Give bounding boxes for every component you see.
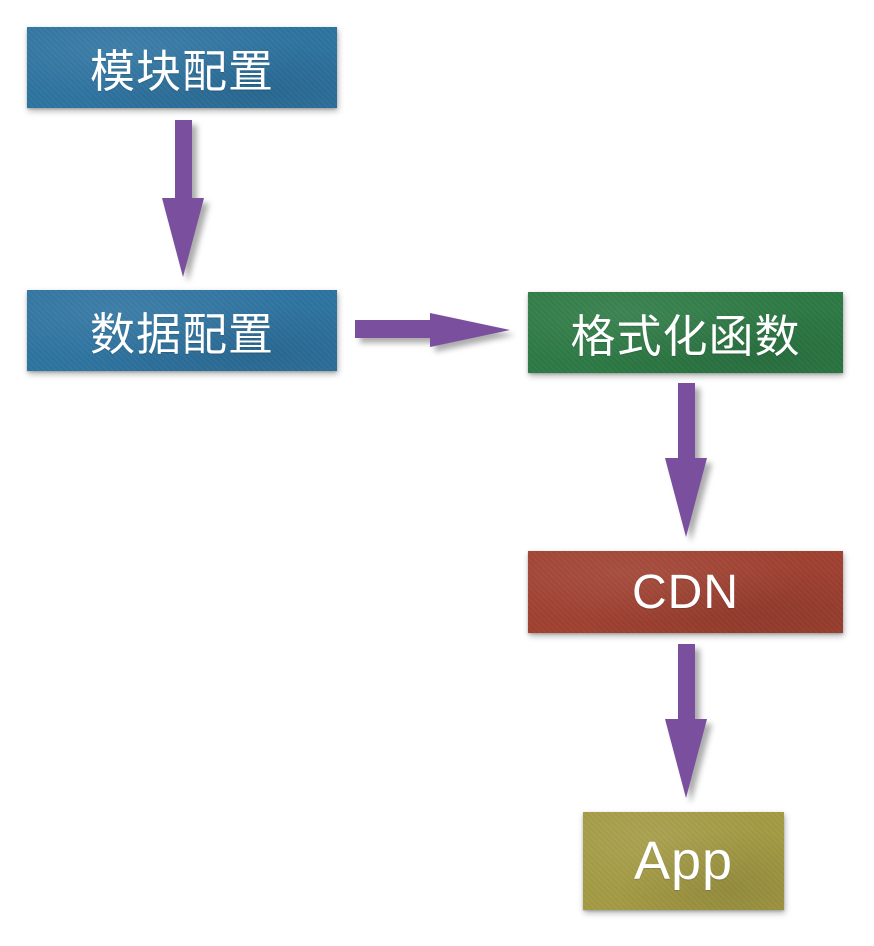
arrow-shape — [355, 313, 510, 347]
arrow-data-to-format-icon — [355, 313, 510, 347]
arrow-module-to-data-icon — [162, 120, 204, 277]
arrow-shape — [162, 120, 204, 277]
arrow-shape — [665, 383, 707, 537]
arrow-shape — [665, 644, 707, 798]
arrow-cdn-to-app-icon — [665, 644, 707, 798]
node-cdn-label: CDN — [632, 565, 739, 619]
node-app-label: App — [633, 831, 734, 891]
node-format-function-label: 格式化函数 — [570, 311, 801, 362]
node-module-config: 模块配置 — [27, 27, 337, 108]
node-app: App — [583, 812, 784, 910]
node-cdn: CDN — [528, 551, 843, 633]
node-module-config-label: 模块配置 — [89, 46, 274, 97]
node-data-config-label: 数据配置 — [89, 309, 274, 360]
arrow-format-to-cdn-icon — [665, 383, 707, 537]
node-format-function: 格式化函数 — [528, 292, 843, 373]
node-data-config: 数据配置 — [27, 290, 337, 371]
